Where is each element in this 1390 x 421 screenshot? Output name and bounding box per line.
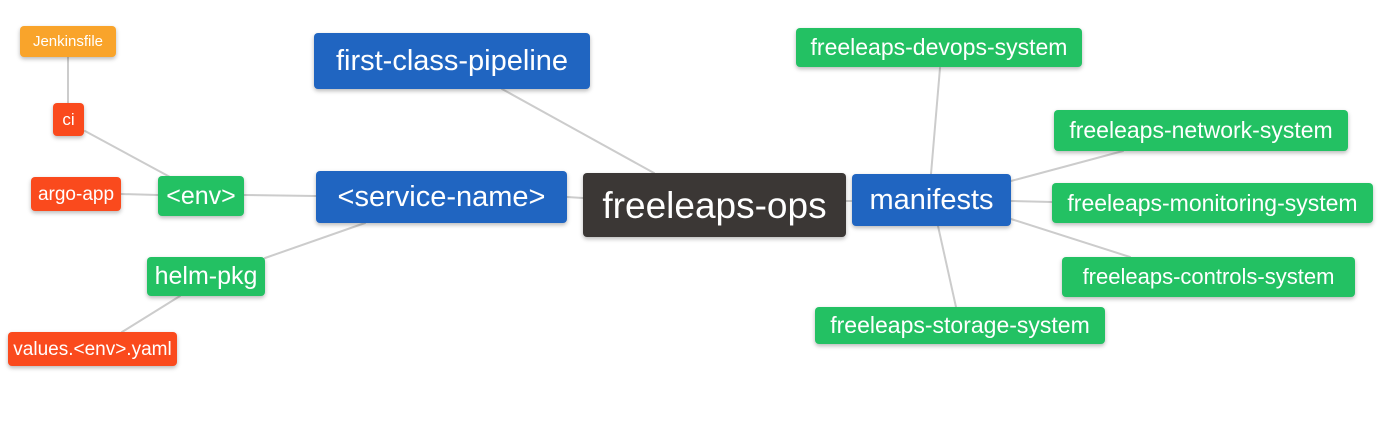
node-jenkinsfile[interactable]: Jenkinsfile <box>20 26 116 57</box>
node-label: values.<env>.yaml <box>13 338 172 360</box>
node-env[interactable]: <env> <box>158 176 244 216</box>
node-helm-pkg[interactable]: helm-pkg <box>147 257 265 296</box>
node-label: freeleaps-controls-system <box>1082 264 1335 289</box>
edge-manifests-to-monitoring-system <box>1010 200 1053 203</box>
node-monitoring-system[interactable]: freeleaps-monitoring-system <box>1052 183 1373 223</box>
edge-manifests-to-devops-system <box>930 67 941 175</box>
node-controls-system[interactable]: freeleaps-controls-system <box>1062 257 1355 297</box>
edge-service-name-to-freeleaps-ops <box>566 196 584 199</box>
node-label: <env> <box>166 181 236 210</box>
edge-values-env-yaml-to-helm-pkg <box>121 295 181 333</box>
edge-env-to-service-name <box>243 194 317 197</box>
node-argo-app[interactable]: argo-app <box>31 177 121 211</box>
node-ci[interactable]: ci <box>53 103 84 136</box>
node-label: manifests <box>869 183 994 216</box>
node-first-class-pipeline[interactable]: first-class-pipeline <box>314 33 590 89</box>
node-manifests[interactable]: manifests <box>852 174 1011 226</box>
node-label: freeleaps-devops-system <box>810 34 1068 60</box>
node-label: argo-app <box>37 183 115 205</box>
node-label: <service-name> <box>337 180 546 213</box>
edge-manifests-to-controls-system <box>1010 218 1131 258</box>
node-label: freeleaps-network-system <box>1069 117 1333 143</box>
node-label: helm-pkg <box>154 262 258 290</box>
node-label: freeleaps-monitoring-system <box>1067 189 1358 216</box>
edge-helm-pkg-to-service-name <box>264 222 366 259</box>
node-label: freeleaps-storage-system <box>830 312 1090 338</box>
node-devops-system[interactable]: freeleaps-devops-system <box>796 28 1082 67</box>
node-values-env-yaml[interactable]: values.<env>.yaml <box>8 332 177 366</box>
edge-ci-to-env <box>84 130 171 178</box>
node-label: ci <box>62 110 75 129</box>
edge-manifests-to-storage-system <box>937 225 957 308</box>
node-service-name[interactable]: <service-name> <box>316 171 567 223</box>
edge-first-class-pipeline-to-freeleaps-ops <box>501 88 655 174</box>
node-label: freeleaps-ops <box>602 184 827 226</box>
node-freeleaps-ops[interactable]: freeleaps-ops <box>583 173 846 237</box>
node-network-system[interactable]: freeleaps-network-system <box>1054 110 1348 151</box>
edge-argo-app-to-env <box>120 193 159 196</box>
node-label: first-class-pipeline <box>335 44 569 77</box>
node-storage-system[interactable]: freeleaps-storage-system <box>815 307 1105 344</box>
edge-manifests-to-network-system <box>1010 150 1124 182</box>
node-label: Jenkinsfile <box>32 33 104 50</box>
